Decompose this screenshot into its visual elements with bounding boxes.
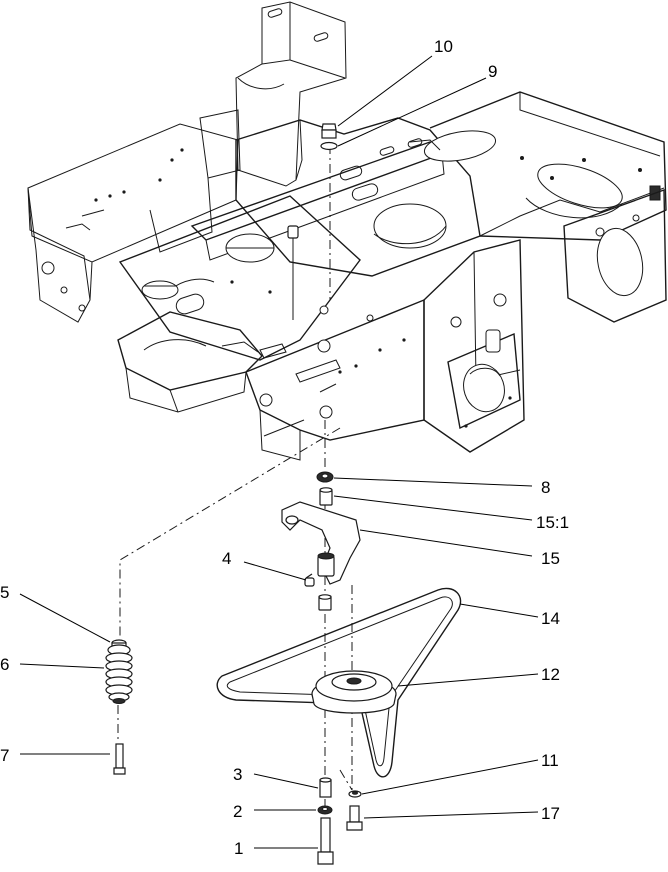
washer-part-2 xyxy=(317,805,333,815)
callout-label-12: 12 xyxy=(541,665,560,684)
grease-fitting-part-4 xyxy=(304,573,315,587)
callout-label-10: 10 xyxy=(434,37,453,56)
v-belt-part-14 xyxy=(216,587,462,778)
callout-15-1: 15:1 xyxy=(333,495,569,532)
callout-label-6: 6 xyxy=(0,655,9,674)
spacer-part-15-1 xyxy=(319,487,333,506)
callout-label-8: 8 xyxy=(541,478,550,497)
callout-label-9: 9 xyxy=(488,62,497,81)
callout-11: 11 xyxy=(361,751,559,795)
callout-17: 17 xyxy=(363,804,560,823)
washer-part-8 xyxy=(316,471,334,483)
nut-part-10 xyxy=(321,123,337,139)
callout-label-15: 15 xyxy=(541,549,560,568)
callout-5: 5 xyxy=(0,583,111,643)
callout-2: 2 xyxy=(233,802,316,821)
main-frame xyxy=(27,1,667,461)
idler-arm-part-15 xyxy=(281,501,361,585)
callout-7: 7 xyxy=(0,746,110,765)
callout-label-11: 11 xyxy=(541,751,559,770)
pulley-part-12 xyxy=(311,670,397,714)
callout-label-2: 2 xyxy=(233,802,242,821)
callout-label-4: 4 xyxy=(222,549,231,568)
callout-label-15-1: 15:1 xyxy=(536,513,569,532)
callout-6: 6 xyxy=(0,655,105,674)
washer-part-11 xyxy=(348,790,362,798)
bolt-part-1 xyxy=(317,817,334,865)
callout-8: 8 xyxy=(333,477,550,497)
callout-10: 10 xyxy=(337,37,453,127)
callout-label-5: 5 xyxy=(0,583,9,602)
callout-9: 9 xyxy=(337,62,497,147)
callout-label-14: 14 xyxy=(541,609,560,628)
callout-4: 4 xyxy=(222,549,307,581)
washer-part-9 xyxy=(320,141,338,151)
spring-part-6 xyxy=(105,644,133,704)
callout-label-17: 17 xyxy=(541,804,560,823)
bushing-part xyxy=(318,594,332,611)
callout-label-7: 7 xyxy=(0,746,9,765)
bolt-part-17 xyxy=(346,805,363,831)
callout-1: 1 xyxy=(234,839,318,858)
callout-label-1: 1 xyxy=(234,839,243,858)
callout-12: 12 xyxy=(397,665,560,687)
callout-3: 3 xyxy=(233,765,319,789)
callout-label-3: 3 xyxy=(233,765,242,784)
callout-15: 15 xyxy=(359,529,560,568)
spacer-part-3 xyxy=(319,777,332,798)
callouts: 10 9 8 15:1 15 4 14 12 xyxy=(0,37,569,858)
callout-14: 14 xyxy=(459,603,560,628)
bolt-part-7 xyxy=(113,743,126,775)
